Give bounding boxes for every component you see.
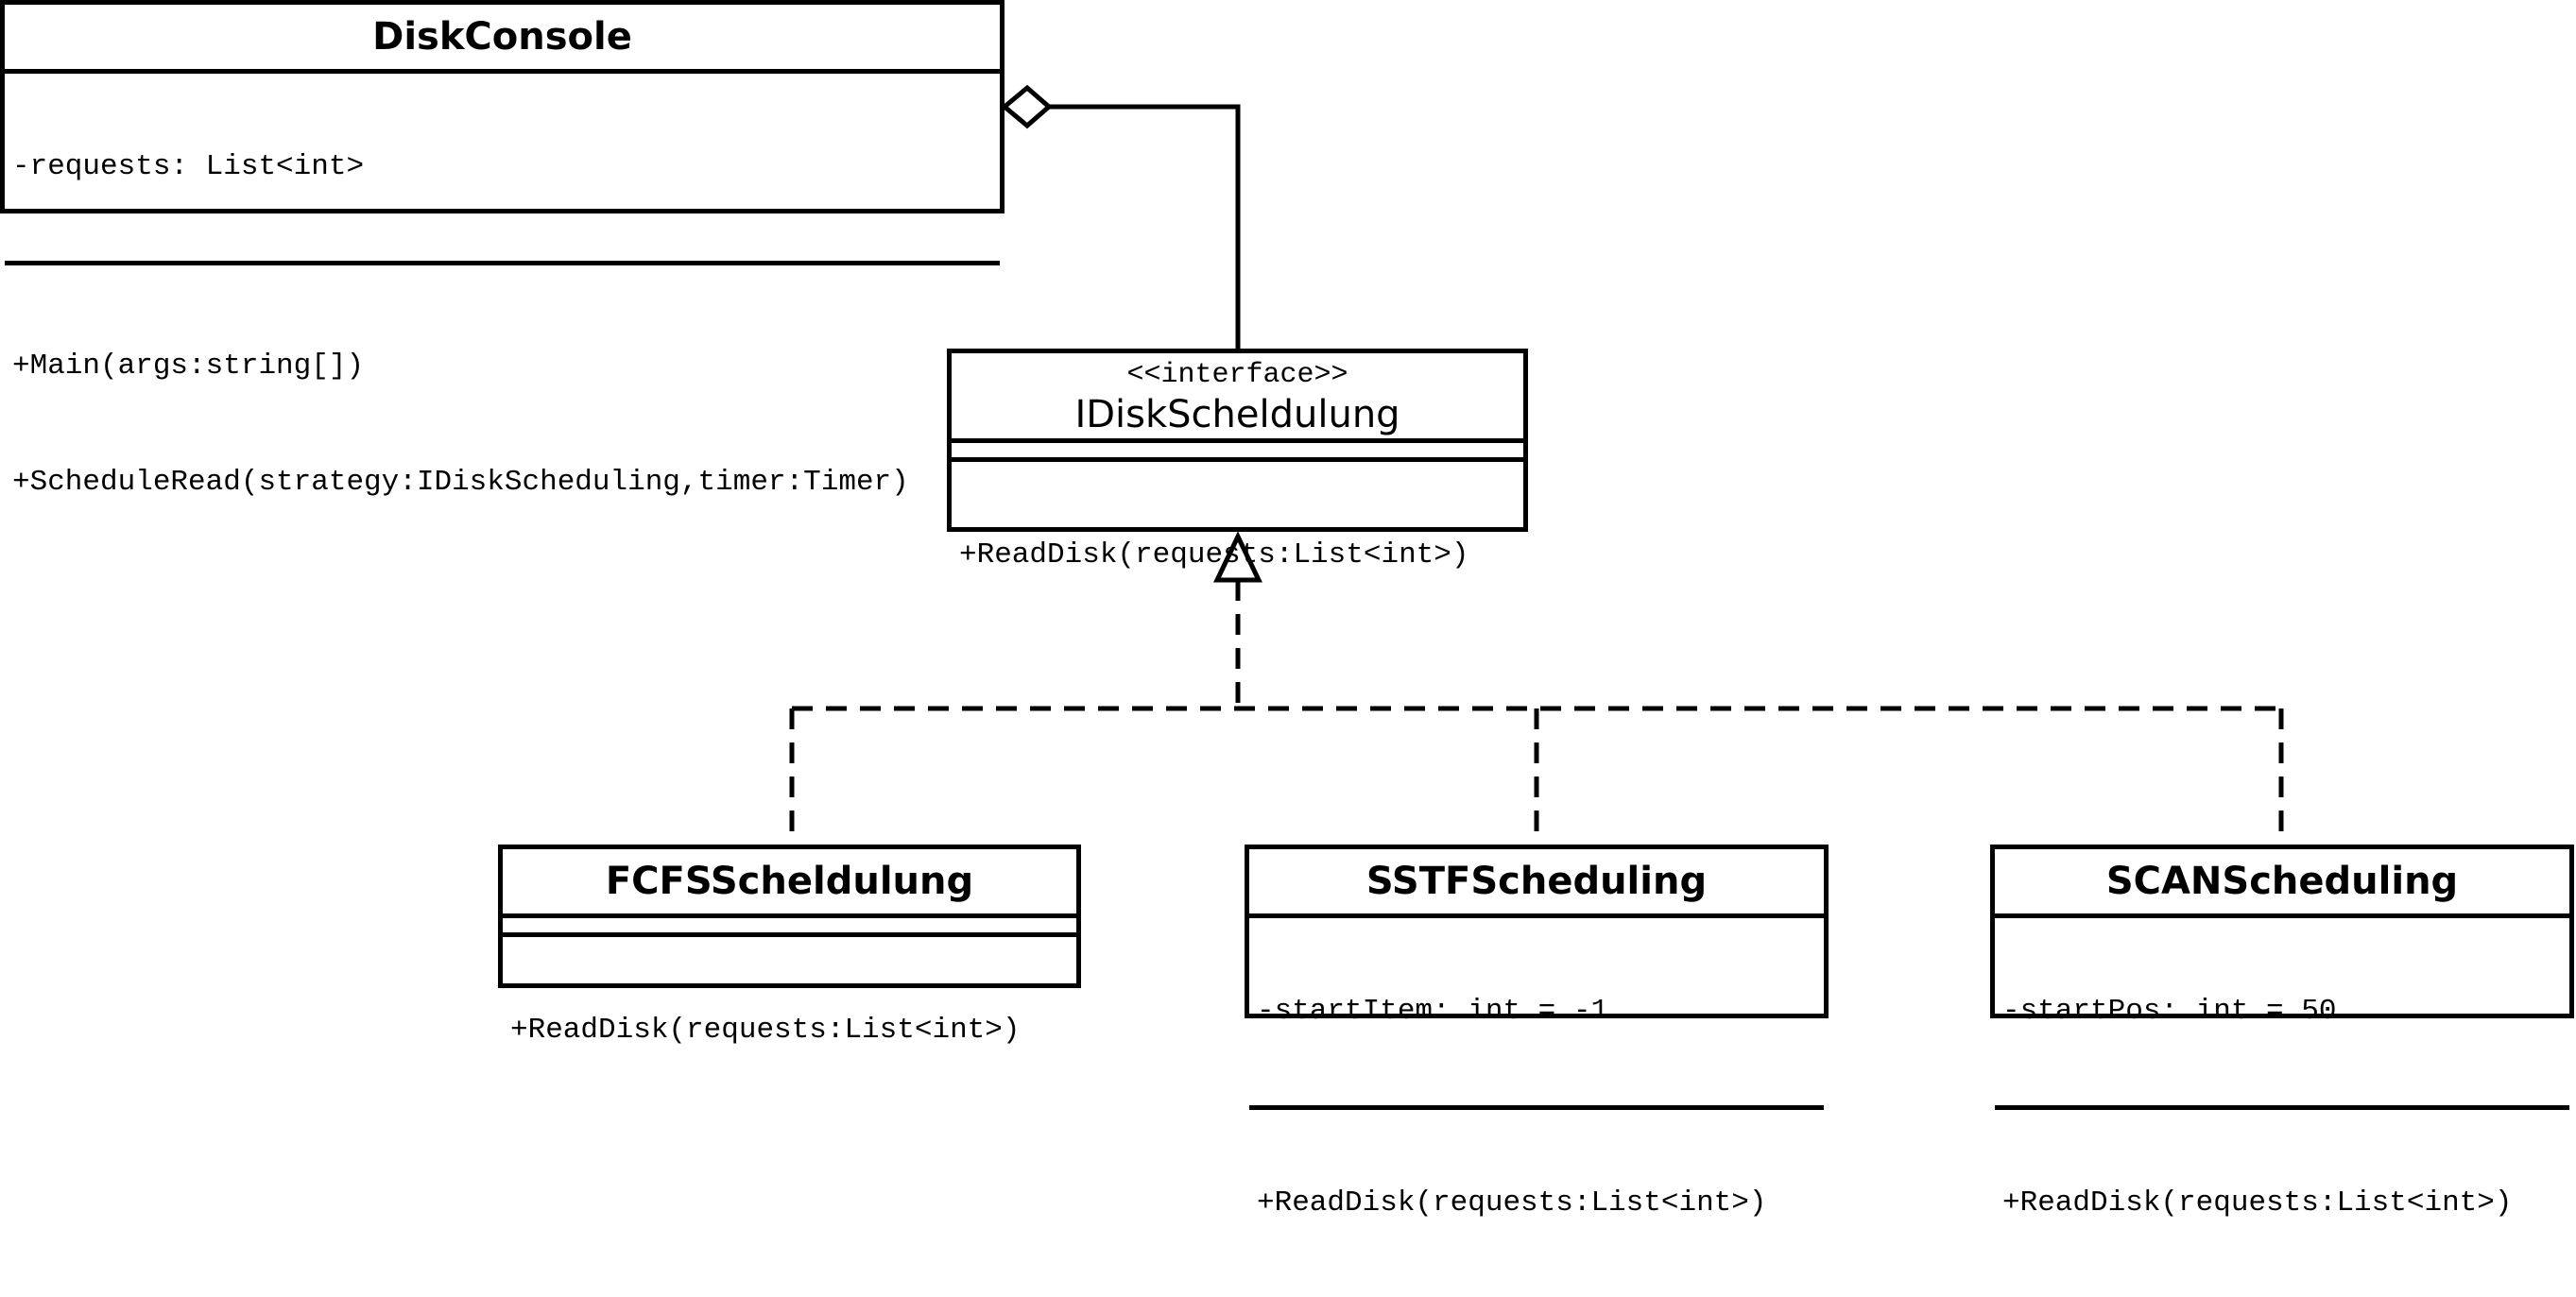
aggregation-diamond [1001,84,1053,129]
operations-section: +ReadDisk(requests:List<int>) [1995,1110,2569,1297]
class-header: DiskConsole [5,5,1000,74]
class-fcfs-scheduling: FCFSScheldulung +ReadDisk(requests:List<… [498,845,1081,1047]
operations-section: +ReadDisk(requests:List<int>) [952,462,1523,649]
attributes-section: -startPos: int = 50 [1995,918,2569,1110]
class-diagram-canvas: DiskConsole -requests: List<int> +Main(a… [0,0,2574,1220]
realization-arrowhead [1213,531,1262,583]
attributes-section: -requests: List<int> [5,74,1000,265]
class-header: SCANScheduling [1995,849,2569,918]
attributes-section [503,918,1076,937]
operation-item: +ReadDisk(requests:List<int>) [2002,1186,2513,1220]
class-header: SSTFScheduling [1249,849,1824,918]
attribute-item: -startItem: int = -1 [1257,995,1609,1028]
stereotype-label: <<interface>> [1126,359,1348,391]
aggregation-line [1049,104,1241,351]
class-name: IDiskScheldulung [1074,393,1400,436]
attribute-item: -requests: List<int> [12,150,365,183]
class-header: FCFSScheldulung [503,849,1076,918]
class-sstf-scheduling: SSTFScheduling -startItem: int = -1 +Rea… [1245,845,1829,1220]
operation-item: +ReadDisk(requests:List<int>) [510,1014,1021,1047]
connectors-layer [789,84,2284,846]
attribute-item: -startPos: int = 50 [2002,995,2337,1028]
class-disk-console: DiskConsole -requests: List<int> +Main(a… [0,0,1005,499]
attributes-section: -startItem: int = -1 [1249,918,1824,1110]
operation-item: +ScheduleRead(strategy:IDiskScheduling,t… [12,466,909,499]
class-header: <<interface>> IDiskScheldulung [952,353,1523,443]
operations-section: +Main(args:string[]) +ScheduleRead(strat… [5,265,1000,583]
operations-section: +ReadDisk(requests:List<int>) [503,937,1076,1124]
operations-section: +ReadDisk(requests:List<int>) [1249,1110,1824,1297]
class-name: DiskConsole [372,15,632,59]
class-name: SCANScheduling [2105,860,2459,903]
class-scan-scheduling: SCANScheduling -startPos: int = 50 +Read… [1990,845,2574,1220]
class-name: FCFSScheldulung [605,860,974,903]
attributes-section [952,443,1523,462]
interface-idisk-scheduling: <<interface>> IDiskScheldulung +ReadDisk… [947,349,1528,572]
operation-item: +ReadDisk(requests:List<int>) [959,538,1469,572]
operation-item: +ReadDisk(requests:List<int>) [1257,1186,1767,1220]
class-name: SSTFScheduling [1365,860,1708,903]
operation-item: +Main(args:string[]) [12,350,365,383]
